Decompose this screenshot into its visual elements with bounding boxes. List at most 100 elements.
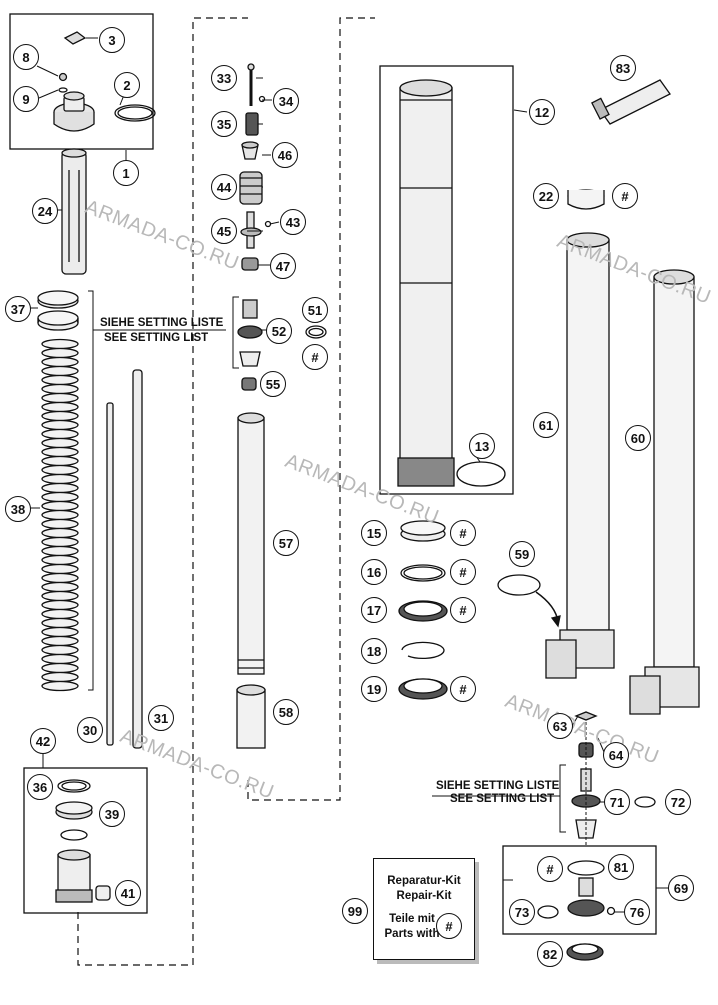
spring-coil	[41, 554, 79, 566]
part-label-76[interactable]: 76	[624, 899, 650, 925]
fork-spring	[41, 338, 79, 692]
outer-tube-box	[379, 65, 514, 495]
part-label-44[interactable]: 44	[211, 174, 237, 200]
setting-note-en-right: SEE SETTING LIST	[450, 793, 555, 805]
part-label-38[interactable]: 38	[5, 496, 31, 522]
part-label-46[interactable]: 46	[272, 142, 298, 168]
spring-coil	[41, 536, 79, 548]
part-label-55[interactable]: 55	[260, 371, 286, 397]
part-label-43[interactable]: 43	[280, 209, 306, 235]
part-label-17[interactable]: 17	[361, 597, 387, 623]
part-label-1[interactable]: 1	[113, 160, 139, 186]
spring-coil	[41, 482, 79, 494]
hash-label-22: #	[612, 183, 638, 209]
part-label-52[interactable]: 52	[266, 318, 292, 344]
spring-coil	[41, 437, 79, 449]
part-label-61[interactable]: 61	[533, 412, 559, 438]
part-label-83[interactable]: 83	[610, 55, 636, 81]
spring-coil	[41, 446, 79, 458]
part-label-69[interactable]: 69	[668, 875, 694, 901]
base-valve-assembly	[55, 779, 111, 903]
hash-label-17: #	[450, 597, 476, 623]
part-label-13[interactable]: 13	[469, 433, 495, 459]
cartridge-piston-rod-part	[61, 148, 87, 275]
part-label-72[interactable]: 72	[665, 789, 691, 815]
part-label-81[interactable]: 81	[608, 854, 634, 880]
part-label-39[interactable]: 39	[99, 801, 125, 827]
spring-coil	[41, 590, 79, 602]
spring-coil	[41, 500, 79, 512]
setting-note-de-right: SIEHE SETTING LISTE	[436, 780, 560, 792]
spring-coil	[41, 635, 79, 647]
part-label-60[interactable]: 60	[625, 425, 651, 451]
part-label-73[interactable]: 73	[509, 899, 535, 925]
part-label-42[interactable]: 42	[30, 728, 56, 754]
spring-coil	[41, 572, 79, 584]
part-label-16[interactable]: 16	[361, 559, 387, 585]
damper-tube-parts	[236, 412, 266, 749]
spring-coil	[41, 626, 79, 638]
part-label-30[interactable]: 30	[77, 717, 103, 743]
part-label-18[interactable]: 18	[361, 638, 387, 664]
repair-kit-line-2: Repair-Kit	[396, 890, 452, 902]
part-label-24[interactable]: 24	[32, 198, 58, 224]
part-label-47[interactable]: 47	[270, 253, 296, 279]
fork-cap-assembly	[53, 31, 156, 132]
spring-coil	[41, 599, 79, 611]
spring-coil	[41, 617, 79, 629]
spring-coil	[41, 356, 79, 368]
part-label-3[interactable]: 3	[99, 27, 125, 53]
part-label-15[interactable]: 15	[361, 520, 387, 546]
part-label-36[interactable]: 36	[27, 774, 53, 800]
part-label-63[interactable]: 63	[547, 713, 573, 739]
part-label-59[interactable]: 59	[509, 541, 535, 567]
hash-label-16: #	[450, 559, 476, 585]
part-label-9[interactable]: 9	[13, 86, 39, 112]
spring-coil	[41, 608, 79, 620]
spring-coil	[41, 518, 79, 530]
dashed-guide-lines	[77, 17, 375, 966]
setting-note-de-left: SIEHE SETTING LISTE	[100, 317, 224, 329]
inner-fork-tubes	[545, 232, 700, 715]
spring-coil	[41, 455, 79, 467]
part-label-22[interactable]: 22	[533, 183, 559, 209]
part-label-8[interactable]: 8	[13, 44, 39, 70]
compression-valve-box	[502, 845, 657, 935]
part-label-41[interactable]: 41	[115, 880, 141, 906]
spring-coil	[41, 383, 79, 395]
hash-label-15: #	[450, 520, 476, 546]
part-label-64[interactable]: 64	[603, 742, 629, 768]
part-label-31[interactable]: 31	[148, 705, 174, 731]
spring-coil	[41, 428, 79, 440]
spring-coil	[41, 491, 79, 503]
part-label-71[interactable]: 71	[604, 789, 630, 815]
setting-note-en-left: SEE SETTING LIST	[104, 332, 209, 344]
part-label-45[interactable]: 45	[211, 218, 237, 244]
part-label-19[interactable]: 19	[361, 676, 387, 702]
spring-coil	[41, 680, 79, 692]
part-label-37[interactable]: 37	[5, 296, 31, 322]
spring-coil	[41, 545, 79, 557]
part-label-33[interactable]: 33	[211, 65, 237, 91]
spring-coil	[41, 653, 79, 665]
part-label-51[interactable]: 51	[302, 297, 328, 323]
spring-coil	[41, 419, 79, 431]
spring-coil	[41, 473, 79, 485]
part-label-82[interactable]: 82	[537, 941, 563, 967]
spring-coil	[41, 374, 79, 386]
part-label-35[interactable]: 35	[211, 111, 237, 137]
spring-coil	[41, 671, 79, 683]
part-label-57[interactable]: 57	[273, 530, 299, 556]
cap-group-box	[9, 13, 154, 150]
repair-kit-line-4: Parts with	[384, 928, 440, 940]
part-label-12[interactable]: 12	[529, 99, 555, 125]
part-label-2[interactable]: 2	[114, 72, 140, 98]
spring-coil	[41, 464, 79, 476]
part-label-58[interactable]: 58	[273, 699, 299, 725]
spring-coil	[41, 365, 79, 377]
valve-group-box	[23, 767, 148, 914]
part-label-34[interactable]: 34	[273, 88, 299, 114]
part-label-99[interactable]: 99	[342, 898, 368, 924]
